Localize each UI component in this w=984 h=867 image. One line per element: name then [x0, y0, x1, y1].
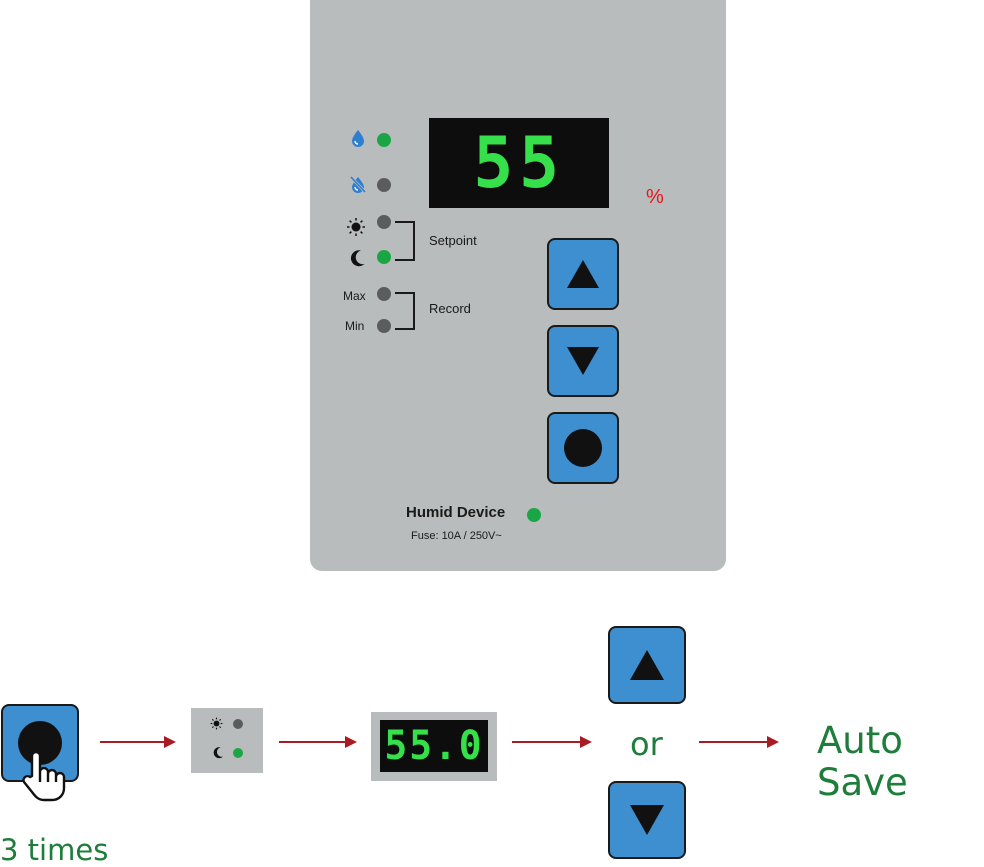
- circle-icon: [18, 721, 62, 765]
- moon-icon: [350, 249, 366, 272]
- press-count-caption: 3 times: [0, 833, 109, 867]
- circle-icon: [564, 429, 602, 467]
- fuse-label: Fuse: 10A / 250V~: [411, 530, 502, 542]
- hand-pointer-icon: [18, 750, 68, 807]
- flow-arrow: [279, 736, 357, 748]
- record-bracket: [395, 292, 415, 330]
- down-button[interactable]: [547, 325, 619, 397]
- display-step-value: 55.0: [384, 723, 484, 769]
- day-setpoint-led: [377, 215, 391, 229]
- night-setpoint-led: [377, 250, 391, 264]
- or-label: or: [630, 725, 663, 763]
- flow-arrow: [512, 736, 592, 748]
- max-label: Max: [343, 289, 366, 303]
- set-button[interactable]: [547, 412, 619, 484]
- max-record-led: [377, 287, 391, 301]
- down-triangle-icon: [630, 805, 664, 835]
- water-drop-icon: [351, 129, 365, 152]
- unit-label: %: [646, 186, 664, 208]
- up-triangle-icon: [630, 650, 664, 680]
- up-button[interactable]: [547, 238, 619, 310]
- auto-save-label: Auto Save: [817, 719, 908, 804]
- setpoint-indicator-step: [191, 708, 263, 773]
- controller-panel: [310, 0, 726, 571]
- humidity-display: 55: [429, 118, 609, 208]
- no-drop-icon: [348, 174, 368, 199]
- dehumidify-led: [377, 178, 391, 192]
- humidify-led: [377, 133, 391, 147]
- min-record-led: [377, 319, 391, 333]
- up-triangle-icon: [567, 260, 599, 288]
- sun-icon: [210, 717, 223, 735]
- moon-icon: [213, 746, 224, 764]
- display-value: 55: [473, 122, 565, 204]
- device-led: [527, 508, 541, 522]
- night-led: [233, 748, 243, 758]
- down-button-step[interactable]: [608, 781, 686, 859]
- min-label: Min: [345, 319, 365, 333]
- flow-arrow: [100, 736, 176, 748]
- display-step: 55.0: [371, 712, 497, 781]
- setpoint-label: Setpoint: [429, 233, 477, 248]
- down-triangle-icon: [567, 347, 599, 375]
- record-label: Record: [429, 301, 471, 316]
- up-button-step[interactable]: [608, 626, 686, 704]
- device-label: Humid Device: [406, 504, 506, 521]
- setpoint-bracket: [395, 221, 415, 261]
- sun-icon: [346, 217, 366, 242]
- day-led: [233, 719, 243, 729]
- flow-arrow: [699, 736, 779, 748]
